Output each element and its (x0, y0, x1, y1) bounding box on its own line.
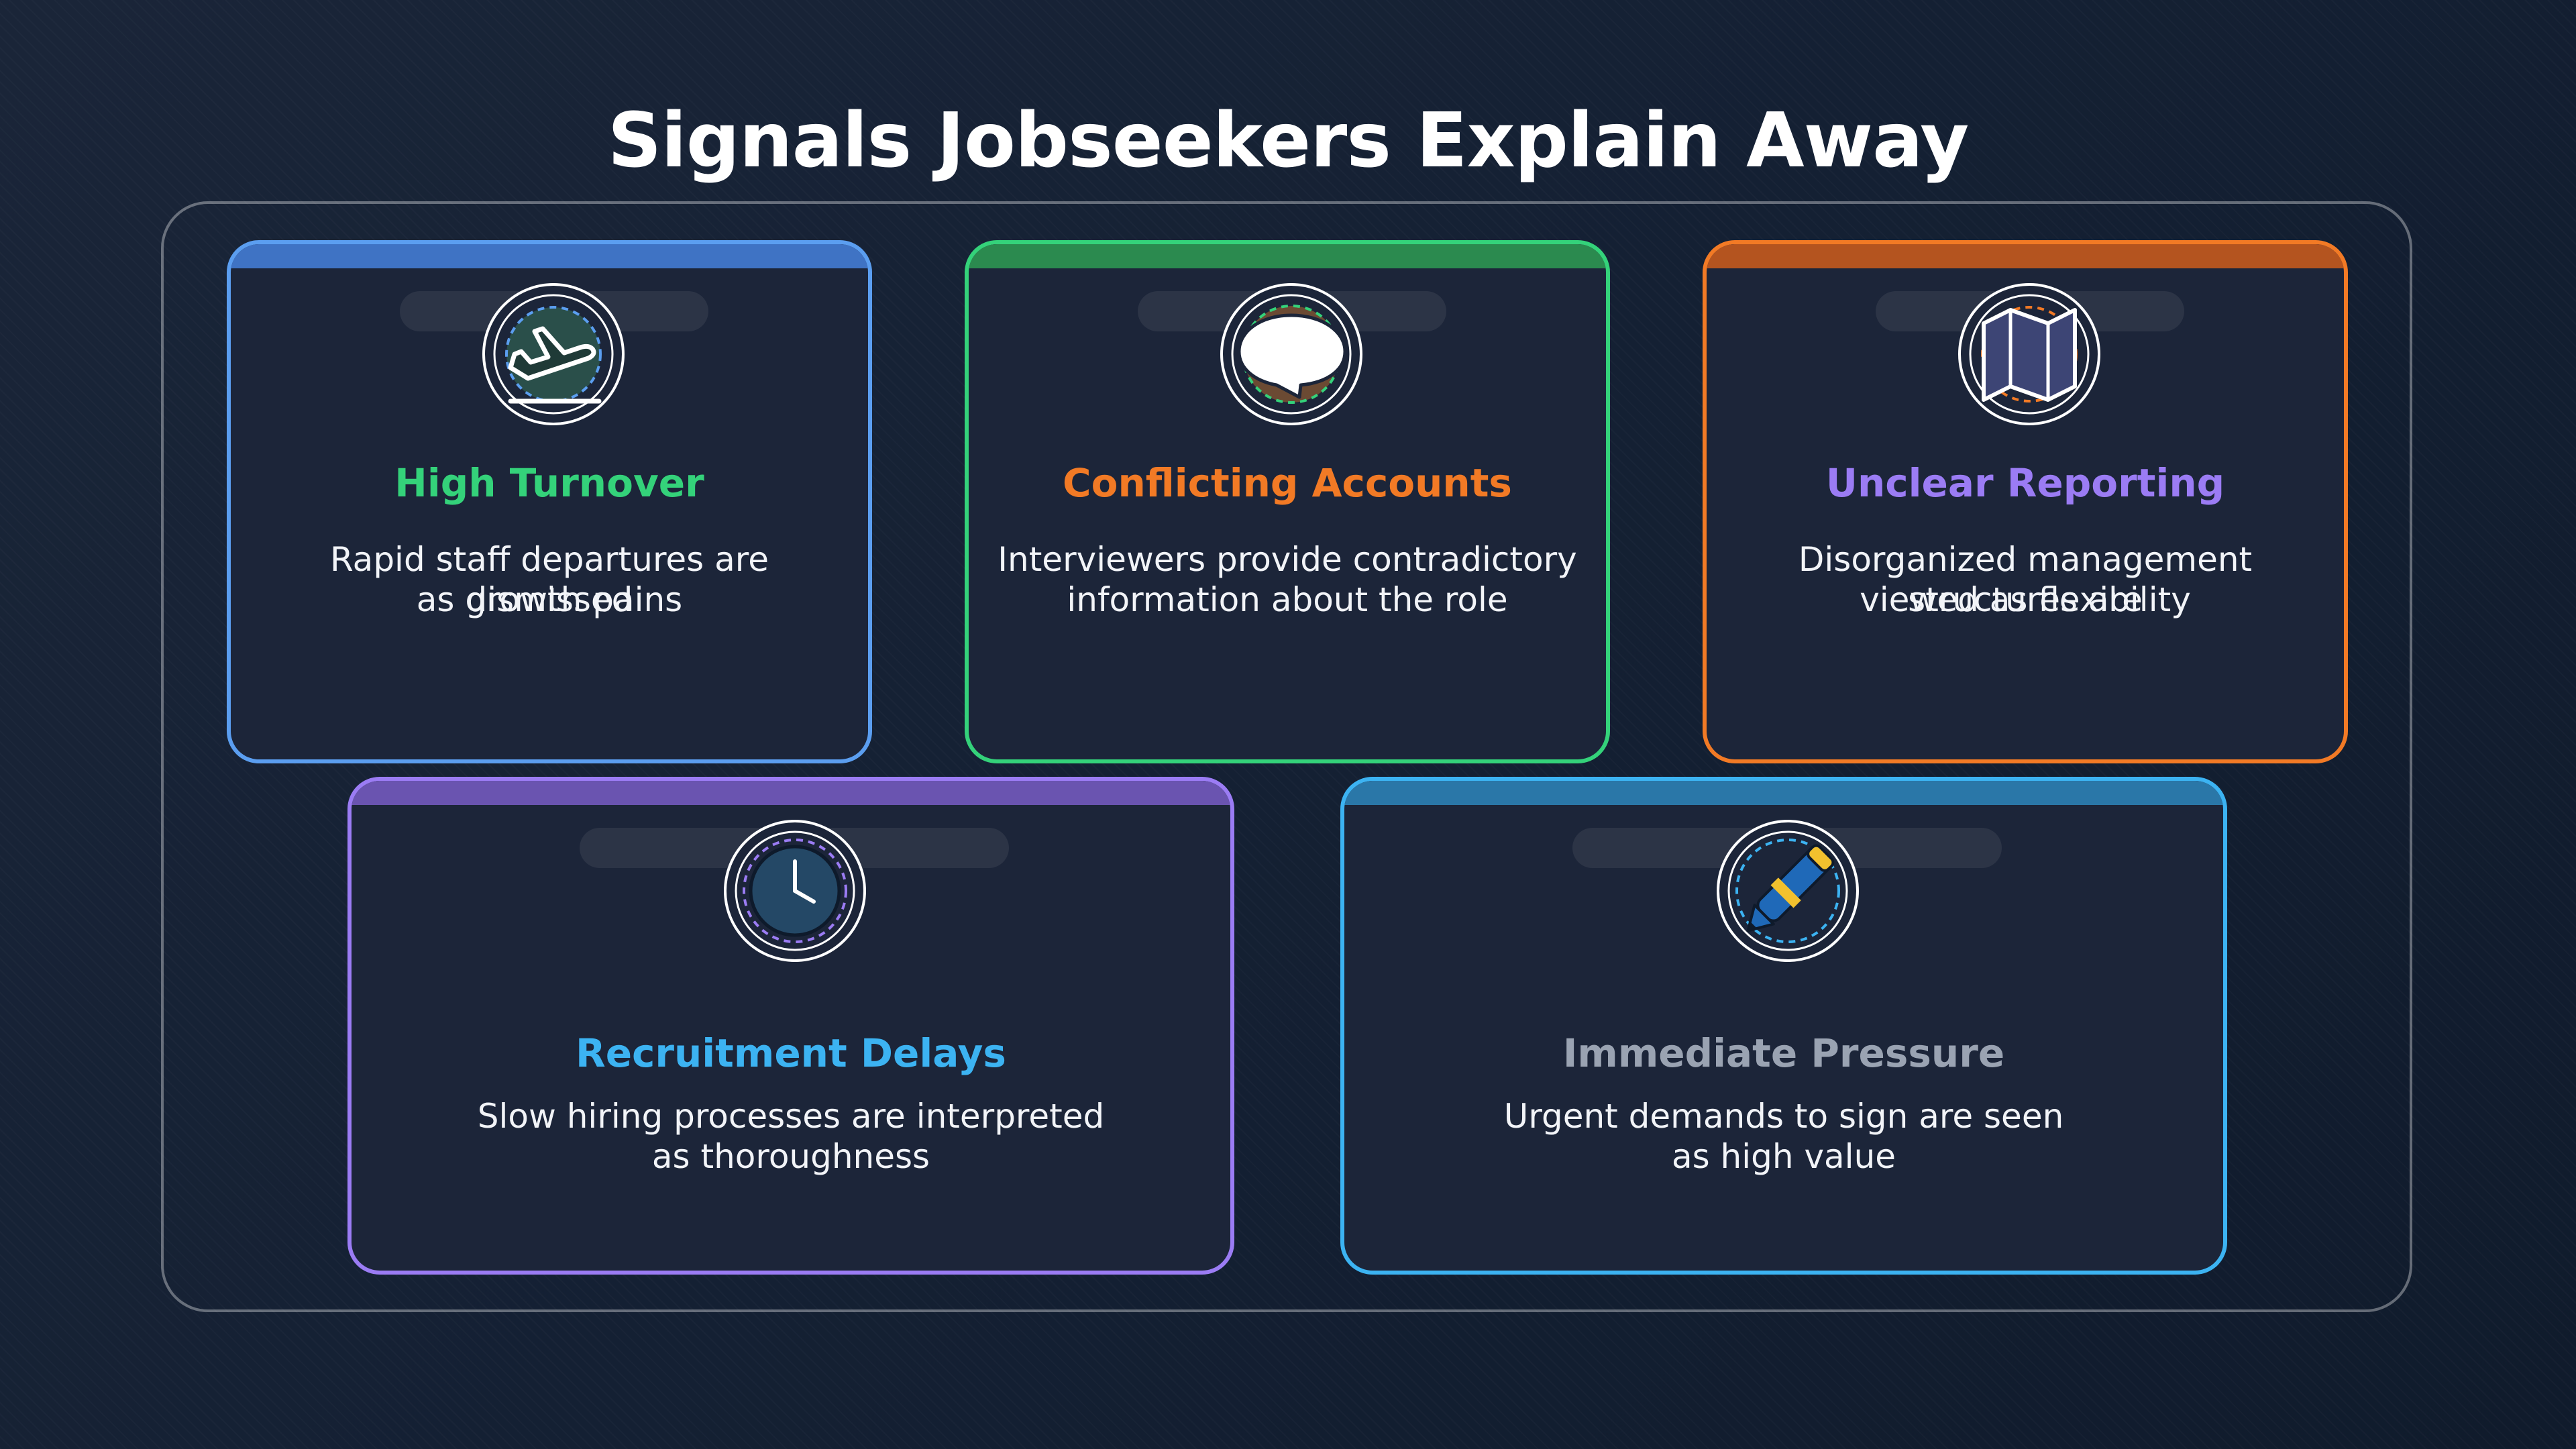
card-topbar (231, 244, 868, 268)
card-title: Unclear Reporting (1825, 460, 2225, 506)
card-description-line-1: Interviewers provide contradictory (998, 540, 1577, 579)
cards-frame (161, 201, 2412, 1312)
card-description-line-1: Rapid staff departures are dismissed (330, 540, 769, 619)
page-title: Signals Jobseekers Explain Away (607, 97, 1970, 184)
card-title: Recruitment Delays (576, 1030, 1006, 1076)
card-unclear-reporting: Unclear Reporting Disorganized managemen… (1703, 240, 2348, 763)
card-conflicting-accounts: Conflicting Accounts Interviewers provid… (965, 240, 1610, 763)
card-title: High Turnover (394, 460, 704, 506)
card-description-line-2: viewed as flexibility (1860, 580, 2191, 619)
card-title: Immediate Pressure (1562, 1030, 2005, 1076)
pen-icon (1715, 818, 1860, 963)
card-description-line-1: Slow hiring processes are interpreted (477, 1097, 1105, 1136)
card-topbar (969, 244, 1606, 268)
card-description-line-1: Urgent demands to sign are seen (1503, 1097, 2064, 1136)
card-description-line-2: as thoroughness (651, 1137, 930, 1176)
card-description-line-1: Disorganized management structures are (1798, 540, 2253, 619)
card-topbar (1707, 244, 2344, 268)
airplane-takeoff-icon (481, 282, 626, 427)
card-title: Conflicting Accounts (1063, 460, 1512, 506)
card-topbar (352, 781, 1230, 805)
card-topbar (1344, 781, 2223, 805)
card-description-line-2: as high value (1671, 1137, 1896, 1176)
clock-icon (722, 818, 867, 963)
folded-map-icon (1957, 282, 2102, 427)
card-immediate-pressure: Immediate Pressure Urgent demands to sig… (1340, 777, 2227, 1275)
card-recruitment-delays: Recruitment Delays Slow hiring processes… (347, 777, 1234, 1275)
speech-bubble-icon (1219, 282, 1364, 427)
card-description-line-2: as growth pains (416, 580, 683, 619)
card-high-turnover: High Turnover Rapid staff departures are… (227, 240, 872, 763)
card-description-line-2: information about the role (1067, 580, 1508, 619)
